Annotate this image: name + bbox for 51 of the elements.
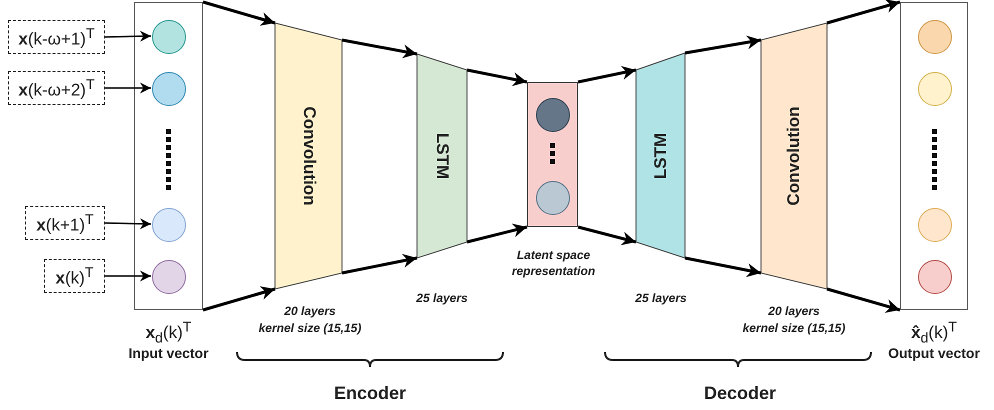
neuron-circle: [536, 181, 570, 215]
neuron-circle: [152, 260, 186, 294]
arrow: [202, 0, 276, 26]
formula: x(k-ω+2)$^{T}$: [18, 78, 95, 98]
neuron-circle: [918, 72, 952, 106]
layer-annotation: kernel size (15,15): [742, 320, 846, 336]
arrow: [105, 82, 151, 94]
arrow: [104, 218, 152, 230]
neuron-circle: [536, 98, 570, 132]
layer-label: Convolution: [784, 106, 804, 206]
formula: x(k)$^{T}$: [56, 266, 94, 286]
arrow: [826, 0, 900, 24]
input-box: [25, 206, 105, 240]
layer-annotation: kernel size (15,15): [258, 320, 362, 336]
arrow: [466, 68, 528, 86]
arrow: [578, 66, 636, 84]
neuron-circle: [152, 72, 186, 106]
layer-annotation: 20 layers: [767, 303, 821, 320]
formula: x$_{d}$(k)$^{T}$: [146, 322, 192, 342]
section-label: Encoder: [334, 383, 406, 404]
arrow: [104, 30, 152, 42]
neuron-circle: [152, 20, 186, 54]
formula: x(k-ω+1)$^{T}$: [18, 26, 95, 48]
layer-annotation: 20 layers: [283, 303, 337, 320]
arrow: [826, 288, 900, 313]
input-box: [8, 20, 105, 54]
layer-label: LSTM: [650, 132, 670, 179]
neuron-circle: [918, 20, 952, 54]
input-box: [44, 259, 105, 293]
layer-label: LSTM: [432, 132, 452, 180]
neuron-circle: [918, 260, 952, 294]
neuron-circle: [152, 208, 186, 242]
section-label: Decoder: [704, 383, 776, 404]
neuron-circle: [918, 208, 952, 242]
layer-annotation: 25 layers: [634, 290, 688, 306]
arrow: [578, 226, 636, 246]
node-label: Output vector: [888, 345, 980, 361]
arrow: [202, 286, 276, 312]
layer-annotation: 25 layers: [415, 290, 469, 306]
input-box: [8, 71, 105, 105]
formula: x(k+1)$^{T}$: [36, 212, 94, 234]
layer-label: Convolution: [298, 106, 318, 206]
arrow: [466, 224, 528, 244]
arrow: [684, 35, 762, 54]
arrow: [105, 270, 151, 282]
layer-annotation: Latent space representation: [510, 247, 596, 280]
arrow: [342, 254, 418, 274]
node-label: Input vector: [128, 345, 209, 361]
arrow: [342, 38, 418, 58]
formula: x̂$_{d}$(k)$^{T}$: [911, 322, 957, 342]
arrow: [684, 256, 762, 278]
